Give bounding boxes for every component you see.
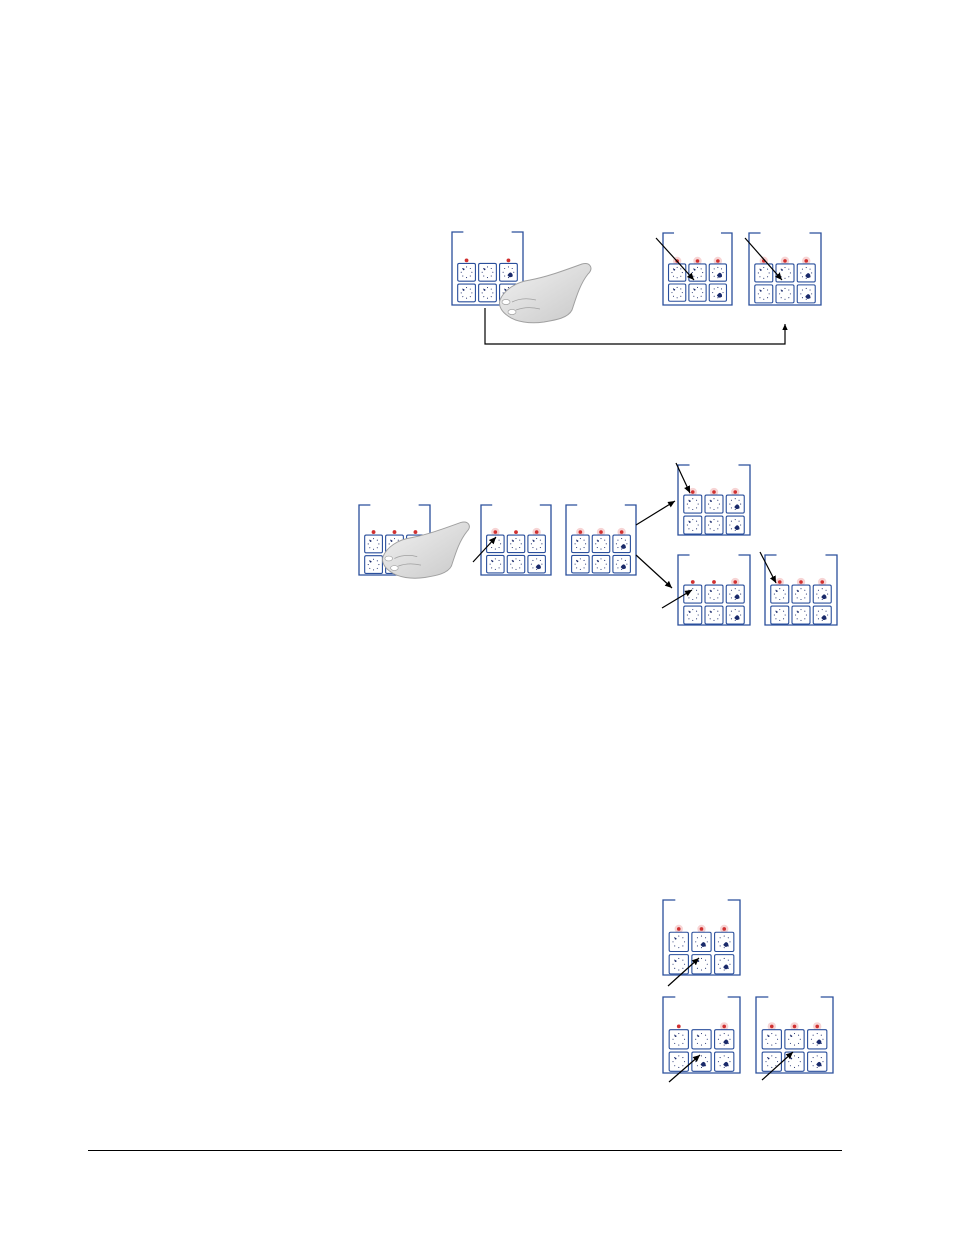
keypad-button <box>458 284 476 302</box>
keypad-button <box>726 585 744 603</box>
keypad-panel-icon <box>749 233 821 305</box>
keypad-button <box>792 606 810 624</box>
led-indicator <box>514 530 518 534</box>
led-indicator <box>414 530 418 534</box>
keypad-panel-icon <box>678 465 750 535</box>
arrow-layer <box>473 238 793 1082</box>
keypad-button <box>684 495 702 513</box>
keypad-button <box>705 606 723 624</box>
keypad-button <box>715 1030 734 1049</box>
keypad-button <box>458 263 476 281</box>
keypad-button <box>726 516 744 534</box>
keypad-button <box>487 555 505 573</box>
keypad-button <box>689 284 706 301</box>
keypad-button <box>528 555 546 573</box>
led-indicator <box>372 530 376 534</box>
keypad-panel-icon <box>663 233 732 305</box>
keypad-button <box>684 606 702 624</box>
keypad-button <box>813 585 831 603</box>
arrow-icon <box>636 501 675 525</box>
keypad-button <box>705 516 723 534</box>
keypad-button <box>771 585 789 603</box>
panel-layer <box>359 232 837 1073</box>
keypad-button <box>797 285 815 303</box>
hand-layer <box>383 264 591 579</box>
keypad-button <box>528 535 546 553</box>
keypad-button <box>715 955 734 974</box>
keypad-button <box>479 284 497 302</box>
keypad-button <box>709 284 726 301</box>
keypad-button <box>709 264 726 281</box>
keypad-button <box>572 555 590 573</box>
keypad-button <box>684 516 702 534</box>
keypad-button <box>669 264 686 281</box>
keypad-button <box>726 495 744 513</box>
keypad-button <box>613 535 631 553</box>
led-indicator <box>465 258 469 262</box>
keypad-button <box>365 556 383 574</box>
keypad-button <box>365 535 383 553</box>
keypad-button <box>705 585 723 603</box>
keypad-button <box>813 606 831 624</box>
keypad-button <box>689 264 706 281</box>
keypad-button <box>500 263 518 281</box>
keypad-button <box>808 1030 827 1049</box>
keypad-button <box>762 1030 781 1049</box>
keypad-button <box>507 535 525 553</box>
led-indicator <box>677 1024 681 1028</box>
keypad-button <box>771 606 789 624</box>
keypad-button <box>669 284 686 301</box>
keypad-panel-icon <box>765 555 837 625</box>
keypad-panel-icon <box>663 997 740 1073</box>
keypad-button <box>762 1052 781 1071</box>
keypad-button <box>792 585 810 603</box>
keypad-panel-icon <box>678 555 750 625</box>
keypad-button <box>692 955 711 974</box>
led-indicator <box>507 258 511 262</box>
keypad-button <box>572 535 590 553</box>
keypad-button <box>592 555 610 573</box>
keypad-button <box>755 285 773 303</box>
keypad-panel-icon <box>663 900 740 975</box>
keypad-button <box>808 1052 827 1071</box>
keypad-button <box>669 1052 688 1071</box>
keypad-panel-icon <box>756 997 833 1073</box>
keypad-button <box>776 264 794 282</box>
keypad-button <box>692 1052 711 1071</box>
keypad-button <box>726 606 744 624</box>
keypad-button <box>592 535 610 553</box>
keypad-button <box>715 1052 734 1071</box>
keypad-button <box>705 495 723 513</box>
keypad-button <box>479 263 497 281</box>
pressing-hand-icon <box>383 522 470 578</box>
keypad-panel-icon <box>481 505 551 575</box>
led-indicator <box>712 580 716 584</box>
keypad-button <box>613 555 631 573</box>
keypad-button <box>692 1030 711 1049</box>
keypad-button <box>785 1052 804 1071</box>
keypad-button <box>669 932 688 951</box>
led-indicator <box>393 530 397 534</box>
arrow-icon <box>760 552 776 583</box>
led-indicator <box>691 580 695 584</box>
keypad-button <box>715 932 734 951</box>
keypad-button <box>776 285 794 303</box>
footer-rule <box>88 1150 842 1151</box>
keypad-button <box>692 932 711 951</box>
keypad-button <box>785 1030 804 1049</box>
keypad-panel-icon <box>566 505 636 575</box>
keypad-button <box>684 585 702 603</box>
arrow-icon <box>636 555 672 588</box>
keypad-button <box>797 264 815 282</box>
keypad-button <box>669 1030 688 1049</box>
keypad-button <box>507 555 525 573</box>
